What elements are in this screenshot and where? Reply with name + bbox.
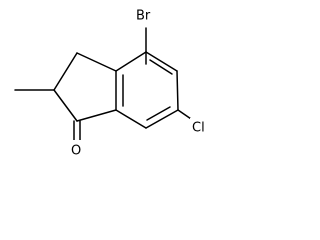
bromine-label: Br (136, 9, 151, 24)
chlorine-label-background (190, 118, 212, 138)
oxygen-label: O (71, 144, 81, 159)
bond-c7-c7a (115, 109, 147, 129)
bond-c2-c1 (53, 89, 78, 122)
bond-c3-c2 (53, 52, 78, 91)
bond-c6-c7 (145, 109, 179, 129)
bond-c3a-c4-main (115, 51, 147, 72)
chlorine-label: Cl (192, 121, 205, 136)
bond-c3a-c3 (76, 52, 117, 72)
bromine-label-background (134, 6, 160, 26)
bond-c5-c6 (176, 70, 179, 111)
bond-c4-c5 (145, 51, 178, 72)
chemical-structure-diagram: Br Cl O (14, 6, 212, 162)
bond-c1-c7a (76, 109, 117, 122)
aromatic-inner-bond-1 (149, 59, 173, 75)
aromatic-inner-bond-2 (146, 106, 171, 121)
oxygen-label-background (70, 140, 86, 162)
